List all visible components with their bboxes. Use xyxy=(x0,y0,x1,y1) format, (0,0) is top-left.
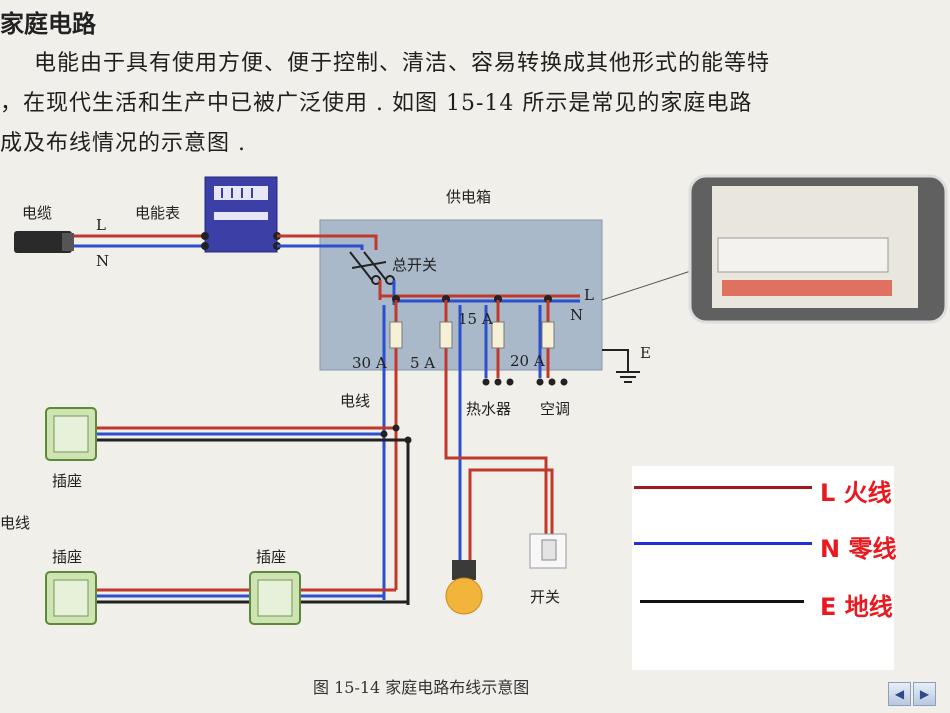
label-cable: 电缆 xyxy=(22,204,53,222)
fuse-5a xyxy=(439,321,453,349)
main-switch-icon xyxy=(349,251,387,281)
socket-icon xyxy=(249,571,301,625)
legend-label-e: E 地线 xyxy=(820,593,893,621)
socket-icon xyxy=(45,407,97,461)
label-fuse-5: 5 A xyxy=(410,354,436,372)
label-fuse-20: 20 A xyxy=(510,352,545,370)
label-supply-box: 供电箱 xyxy=(446,188,492,206)
label-wire-l: L xyxy=(96,216,106,234)
section-title: 家庭电路 xyxy=(0,10,96,38)
fuse-15a xyxy=(491,321,505,349)
slide-nav: ◀ ▶ xyxy=(888,682,936,708)
paragraph-line-2: ，在现代生活和生产中已被广泛使用 . 如图 15-14 所示是常见的家庭电路 xyxy=(0,91,753,116)
bulb-icon xyxy=(445,560,483,615)
legend-label-l: L 火线 xyxy=(820,479,892,507)
legend-label-n: N 零线 xyxy=(820,535,897,563)
wire-legend: L 火线 N 零线 E 地线 xyxy=(632,466,897,670)
label-fuse-30: 30 A xyxy=(352,354,387,372)
label-box-l: L xyxy=(584,286,594,304)
legend-line-e xyxy=(640,600,804,603)
label-main-switch: 总开关 xyxy=(392,256,438,274)
label-fuse-15: 15 A xyxy=(458,310,493,328)
label-socket-2: 插座 xyxy=(52,548,83,566)
label-water-heater: 热水器 xyxy=(466,400,512,418)
label-wires-left: 电线 xyxy=(0,514,31,532)
fuse-30a xyxy=(389,321,403,349)
label-socket-3: 插座 xyxy=(256,548,287,566)
next-slide-button[interactable]: ▶ xyxy=(913,682,936,706)
label-wires: 电线 xyxy=(340,392,371,410)
figure-caption: 图 15-14 家庭电路布线示意图 xyxy=(313,678,530,697)
prev-arrow-icon: ◀ xyxy=(894,687,905,701)
wall-switch-icon xyxy=(529,533,567,569)
legend-item-n: N 零线 xyxy=(632,526,897,566)
label-aircon: 空调 xyxy=(540,400,571,418)
label-wire-n: N xyxy=(96,252,110,270)
paragraph-line-1: 电能由于具有使用方便、便于控制、清洁、容易转换成其他形式的能等特 xyxy=(34,51,771,76)
cable xyxy=(14,231,72,253)
label-meter: 电能表 xyxy=(135,204,181,222)
earth-icon xyxy=(616,371,640,383)
legend-line-n xyxy=(634,542,812,545)
label-box-n: N xyxy=(570,306,584,324)
next-arrow-icon: ▶ xyxy=(919,687,930,701)
prev-slide-button[interactable]: ◀ xyxy=(888,682,911,706)
label-earth: E xyxy=(640,344,651,362)
legend-item-e: E 地线 xyxy=(632,584,894,624)
fuse-20a xyxy=(541,321,555,349)
paragraph-line-3: 成及布线情况的示意图 . xyxy=(0,131,246,156)
legend-line-l xyxy=(634,486,812,489)
label-switch: 开关 xyxy=(530,588,561,606)
socket-icon xyxy=(45,571,97,625)
label-socket-1: 插座 xyxy=(52,472,83,490)
legend-item-l: L 火线 xyxy=(632,470,894,510)
distribution-box-photo xyxy=(688,174,948,324)
